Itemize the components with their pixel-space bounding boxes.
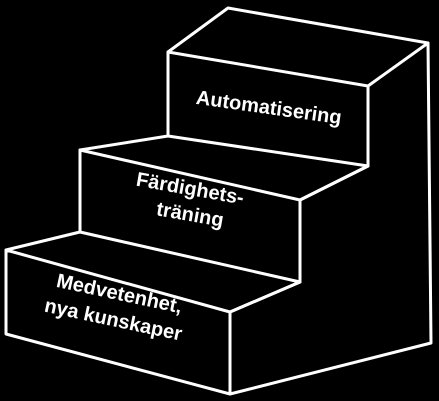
step-outline-level-3: [166, 6, 430, 168]
staircase-side-outline: [228, 41, 433, 396]
